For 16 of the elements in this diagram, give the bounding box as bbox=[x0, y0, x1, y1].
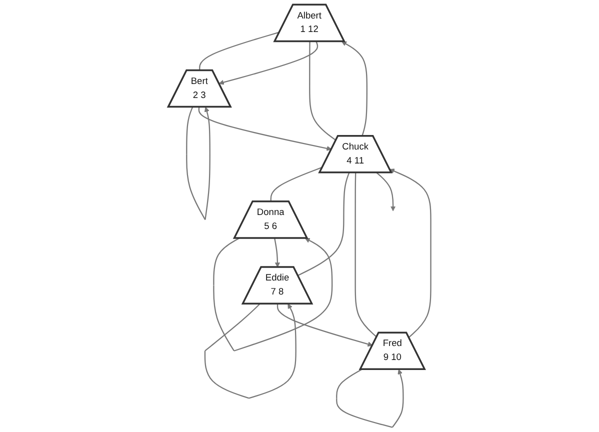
connector bbox=[309, 42, 336, 141]
arrow bbox=[336, 368, 404, 428]
connector bbox=[354, 172, 378, 338]
arrow bbox=[274, 238, 280, 268]
arrow bbox=[204, 303, 296, 399]
arrow bbox=[342, 41, 368, 136]
arrow bbox=[218, 41, 318, 85]
arrow bbox=[186, 106, 210, 220]
connector bbox=[270, 166, 323, 202]
arrow bbox=[213, 238, 333, 352]
arrow bbox=[376, 172, 396, 212]
arrow bbox=[198, 107, 332, 151]
arrow bbox=[389, 168, 432, 338]
arrow bbox=[276, 304, 373, 347]
connector bbox=[199, 32, 280, 71]
connector bbox=[298, 172, 350, 276]
